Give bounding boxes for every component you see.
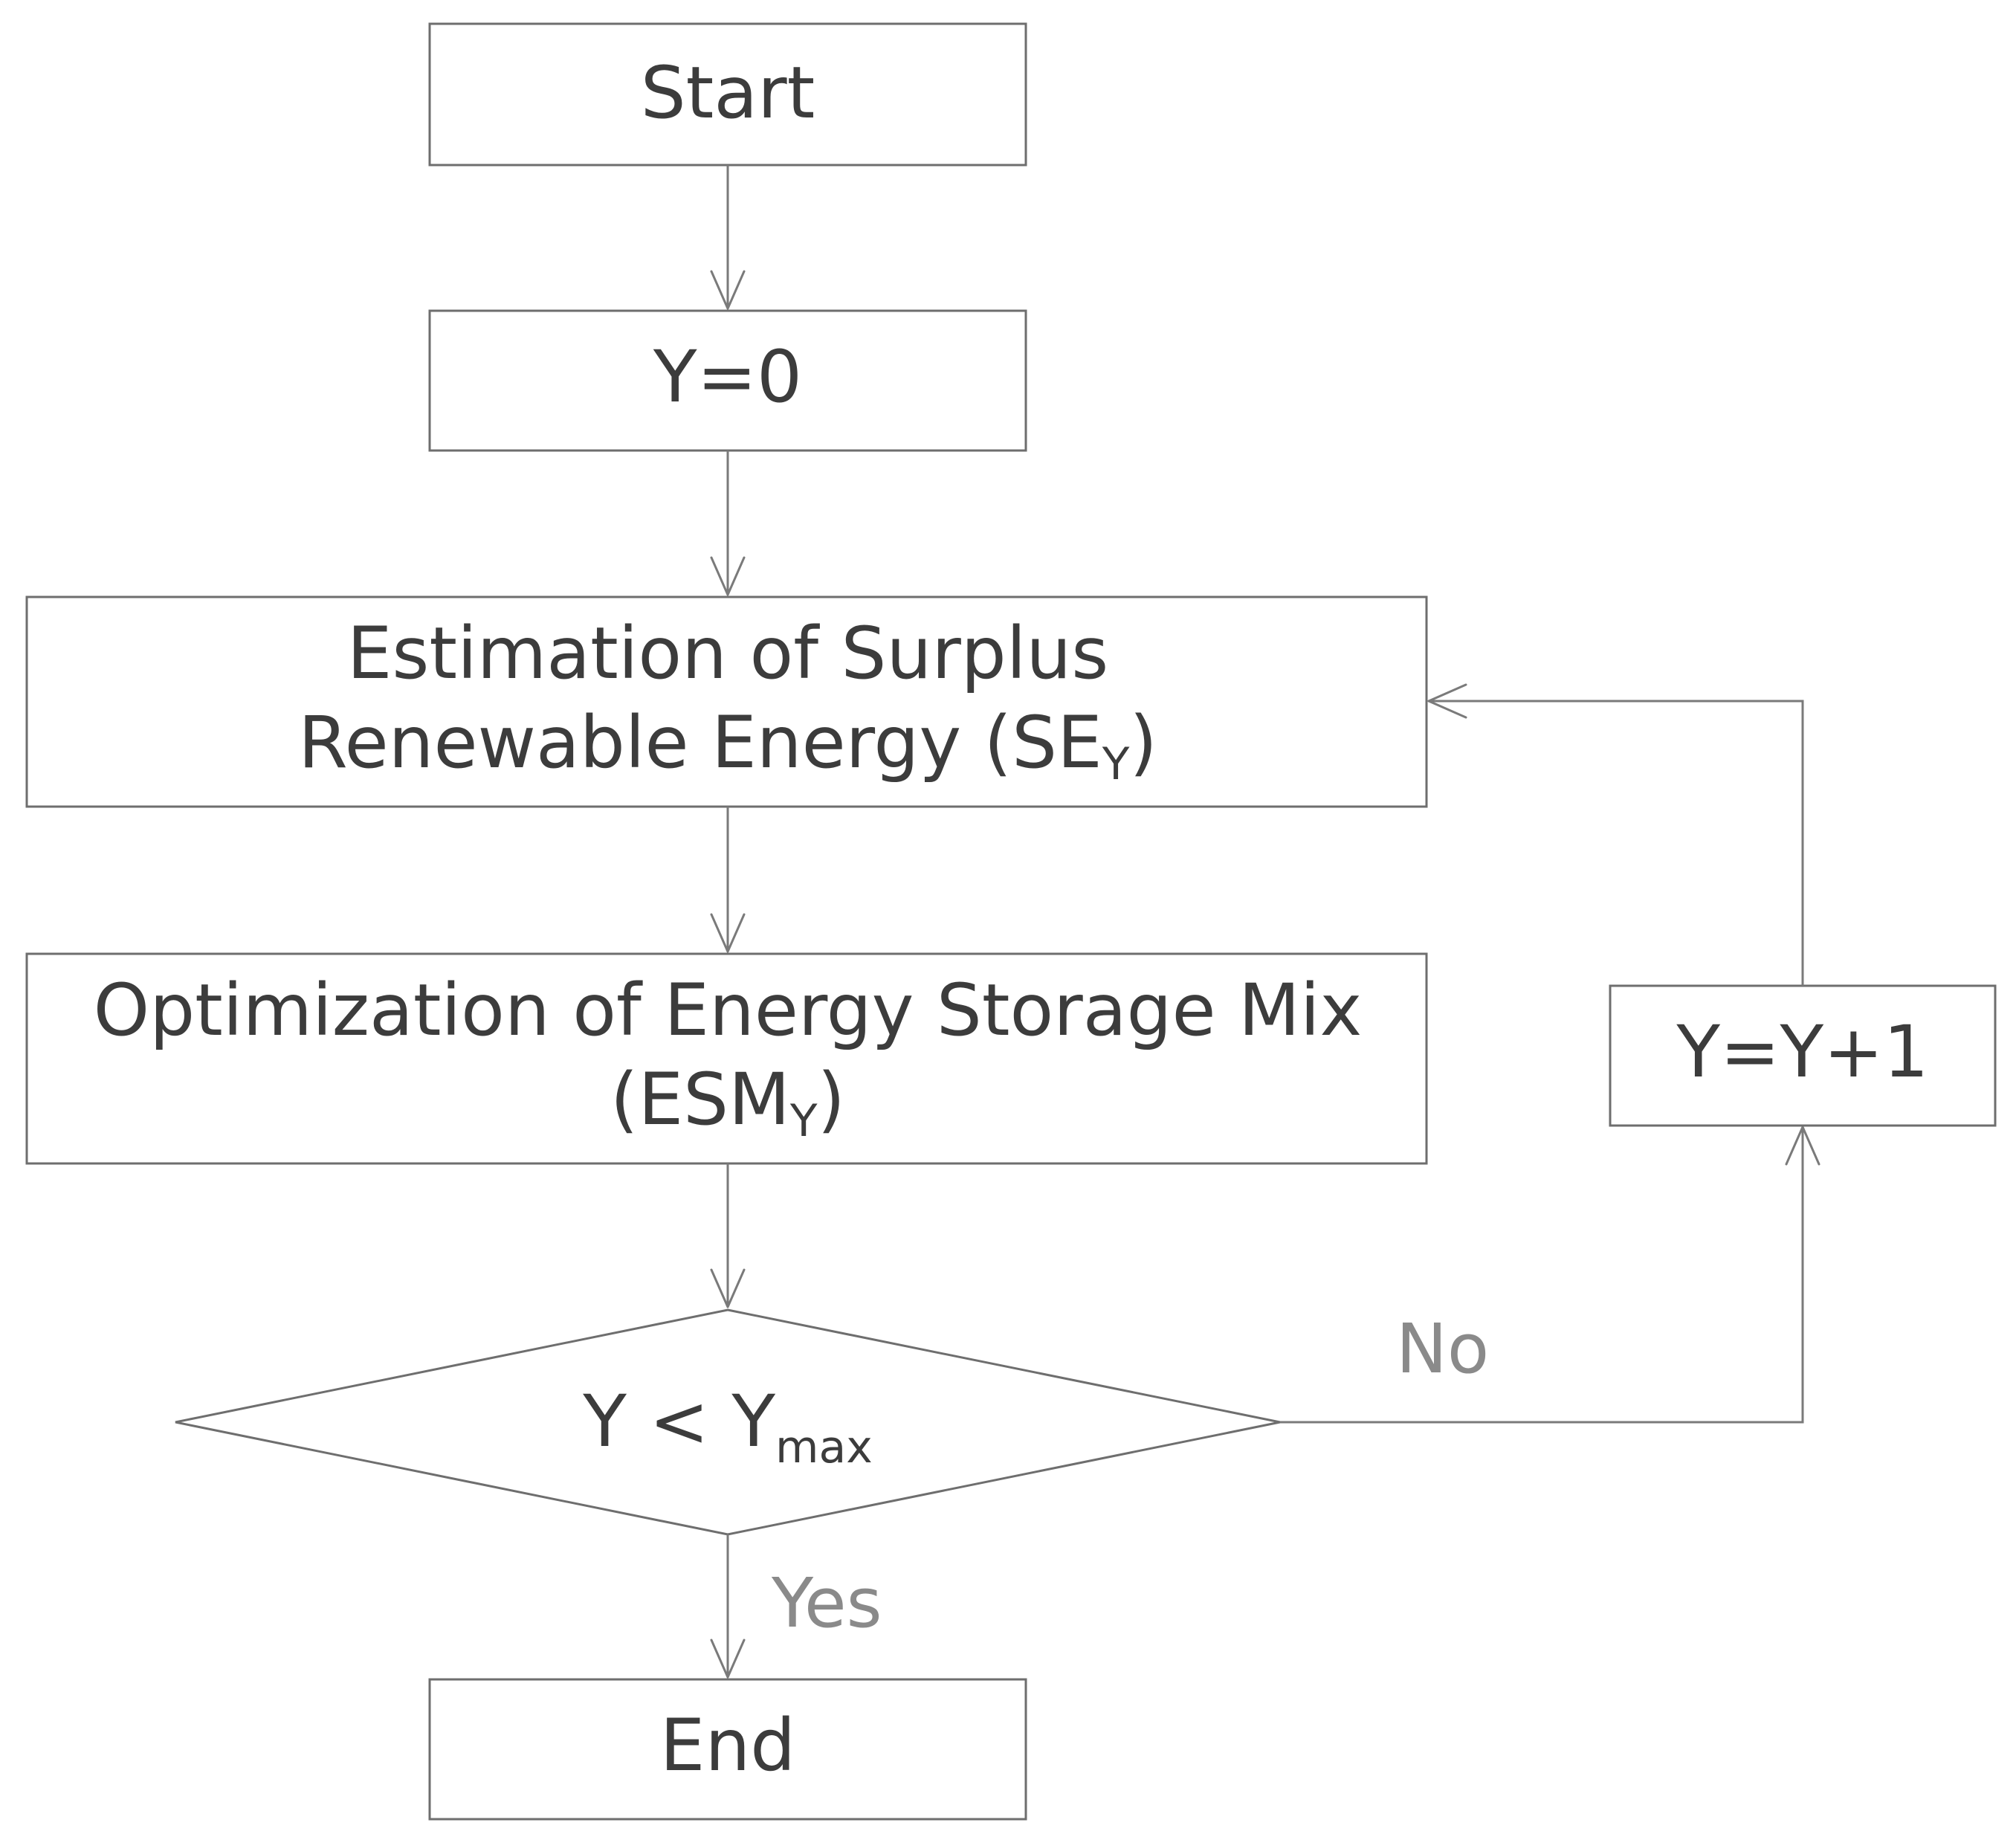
arrowhead-down: [710, 913, 746, 953]
arrowhead-left: [1427, 683, 1467, 719]
increment-node: Y=Y+1: [1609, 984, 1997, 1127]
edge-optimization-to-decision: [710, 1163, 746, 1308]
estimation-label-subscript: Y: [1102, 738, 1130, 790]
increment-label: Y=Y+1: [1676, 1010, 1928, 1094]
end-node: End: [428, 1678, 1027, 1821]
decision-label: Y < Ymax: [582, 1380, 872, 1473]
init-label: Y=0: [653, 335, 802, 419]
edge-decision-to-end: Yes: [710, 1534, 882, 1679]
estimation-label-line1: Estimation of Surplus: [347, 612, 1109, 695]
edge-increment-to-estimation: [1427, 683, 1804, 986]
end-label: End: [660, 1704, 795, 1787]
arrowhead-down: [710, 270, 746, 310]
optimization-label-line2: (ESMY): [610, 1058, 845, 1147]
no-label: No: [1396, 1309, 1489, 1389]
optimization-label-line1: Optimization of Energy Storage Mix: [94, 969, 1363, 1052]
estimation-node: Estimation of Surplus Renewable Energy (…: [25, 595, 1428, 808]
optimization-node: Optimization of Energy Storage Mix (ESMY…: [25, 952, 1428, 1165]
arrowhead-down: [710, 1639, 746, 1679]
start-node: Start: [428, 22, 1027, 167]
init-node: Y=0: [428, 309, 1027, 452]
estimation-label-line2: Renewable Energy (SEY): [298, 701, 1157, 790]
optimization-label-subscript: Y: [789, 1095, 818, 1147]
arrowhead-down: [710, 1268, 746, 1308]
edge-init-to-estimation: [710, 451, 746, 596]
decision-label-subscript: max: [775, 1421, 873, 1473]
arrowhead-up: [1785, 1126, 1820, 1166]
edge-estimation-to-optimization: [710, 807, 746, 953]
estimation-label-main: Renewable Energy (SE: [298, 701, 1102, 784]
arrowhead-down: [710, 556, 746, 596]
start-label: Start: [641, 51, 815, 135]
edge-start-to-init: [710, 165, 746, 310]
edge-decision-to-increment: No: [1280, 1126, 1820, 1424]
optimization-label-main: (ESM: [610, 1058, 790, 1141]
yes-label: Yes: [771, 1563, 882, 1643]
decision-label-main: Y < Y: [582, 1380, 775, 1463]
estimation-label-close: ): [1129, 701, 1157, 784]
decision-node: Y < Ymax: [175, 1308, 1281, 1536]
optimization-label-close: ): [818, 1058, 845, 1141]
